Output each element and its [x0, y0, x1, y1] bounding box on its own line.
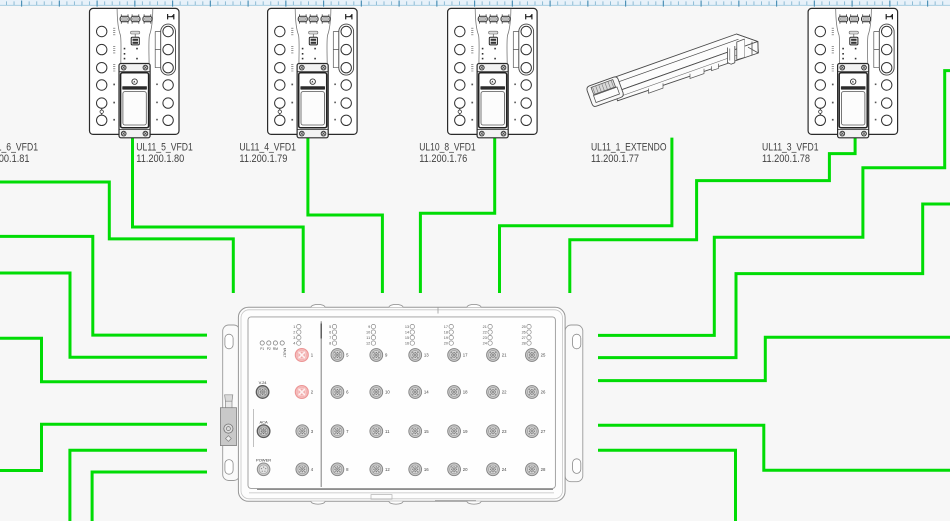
svg-text:2: 2 [293, 330, 295, 334]
svg-text:27: 27 [541, 429, 546, 434]
svg-text:3: 3 [293, 336, 295, 340]
svg-text:11.200.1.77: 11.200.1.77 [591, 153, 639, 165]
svg-text:25: 25 [522, 325, 526, 329]
svg-text:20: 20 [463, 467, 468, 472]
svg-text:P2: P2 [267, 347, 271, 351]
svg-text:6: 6 [329, 330, 331, 334]
svg-text:26: 26 [541, 390, 546, 395]
svg-text:5: 5 [346, 353, 349, 358]
svg-text:FAULT: FAULT [282, 348, 286, 358]
svg-text:14: 14 [405, 330, 409, 334]
svg-text:UL11_4_VFD1: UL11_4_VFD1 [239, 141, 296, 153]
svg-text:23: 23 [502, 429, 507, 434]
svg-text:11.200.1.81: 11.200.1.81 [0, 153, 30, 165]
svg-text:UL11_6_VFD1: UL11_6_VFD1 [0, 141, 38, 153]
svg-text:12: 12 [385, 467, 390, 472]
svg-text:27: 27 [522, 336, 526, 340]
svg-text:15: 15 [424, 429, 429, 434]
svg-text:19: 19 [463, 429, 468, 434]
svg-text:22: 22 [483, 330, 487, 334]
svg-text:16: 16 [405, 341, 409, 345]
svg-text:9: 9 [385, 353, 388, 358]
svg-text:P1: P1 [260, 347, 264, 351]
svg-text:25: 25 [541, 353, 546, 358]
svg-text:9: 9 [368, 325, 370, 329]
svg-text:8: 8 [346, 467, 349, 472]
svg-text:24: 24 [483, 341, 487, 345]
svg-text:17: 17 [463, 353, 468, 358]
svg-text:11.200.1.76: 11.200.1.76 [419, 153, 467, 165]
svg-text:11.200.1.79: 11.200.1.79 [239, 153, 287, 165]
svg-text:26: 26 [522, 330, 526, 334]
svg-text:7: 7 [346, 429, 349, 434]
svg-text:UL11_5_VFD1: UL11_5_VFD1 [136, 141, 193, 153]
svg-text:ACA: ACA [259, 419, 268, 424]
svg-text:20: 20 [444, 341, 448, 345]
svg-text:6: 6 [346, 390, 349, 395]
svg-text:RM: RM [273, 347, 278, 351]
svg-text:5: 5 [329, 325, 331, 329]
svg-text:24: 24 [502, 467, 507, 472]
svg-text:4: 4 [311, 467, 314, 472]
svg-text:11: 11 [385, 429, 390, 434]
svg-text:V.24: V.24 [259, 380, 268, 385]
svg-text:18: 18 [463, 390, 468, 395]
svg-text:UL10_8_VFD1: UL10_8_VFD1 [419, 141, 476, 153]
svg-text:17: 17 [444, 325, 448, 329]
svg-text:23: 23 [483, 336, 487, 340]
svg-text:21: 21 [483, 325, 487, 329]
svg-text:15: 15 [405, 336, 409, 340]
svg-text:1: 1 [311, 353, 314, 358]
svg-text:POWER: POWER [256, 458, 271, 463]
svg-text:10: 10 [385, 390, 390, 395]
svg-text:UL11_3_VFD1: UL11_3_VFD1 [762, 141, 819, 153]
svg-text:13: 13 [405, 325, 409, 329]
svg-text:28: 28 [522, 341, 526, 345]
svg-text:10: 10 [366, 330, 370, 334]
svg-text:11.200.1.80: 11.200.1.80 [136, 153, 184, 165]
svg-text:28: 28 [541, 467, 546, 472]
svg-text:3: 3 [311, 429, 314, 434]
svg-text:1: 1 [293, 325, 295, 329]
svg-text:16: 16 [424, 467, 429, 472]
svg-text:11: 11 [366, 336, 370, 340]
svg-text:19: 19 [444, 336, 448, 340]
svg-text:14: 14 [424, 390, 429, 395]
svg-text:12: 12 [366, 341, 370, 345]
svg-text:21: 21 [502, 353, 507, 358]
svg-text:11.200.1.78: 11.200.1.78 [762, 153, 810, 165]
svg-text:18: 18 [444, 330, 448, 334]
svg-text:2: 2 [311, 390, 314, 395]
svg-text:UL11_1_EXTENDO: UL11_1_EXTENDO [591, 141, 667, 153]
svg-text:22: 22 [502, 390, 507, 395]
svg-text:8: 8 [329, 341, 331, 345]
svg-text:4: 4 [293, 341, 295, 345]
svg-text:13: 13 [424, 353, 429, 358]
svg-text:7: 7 [329, 336, 331, 340]
